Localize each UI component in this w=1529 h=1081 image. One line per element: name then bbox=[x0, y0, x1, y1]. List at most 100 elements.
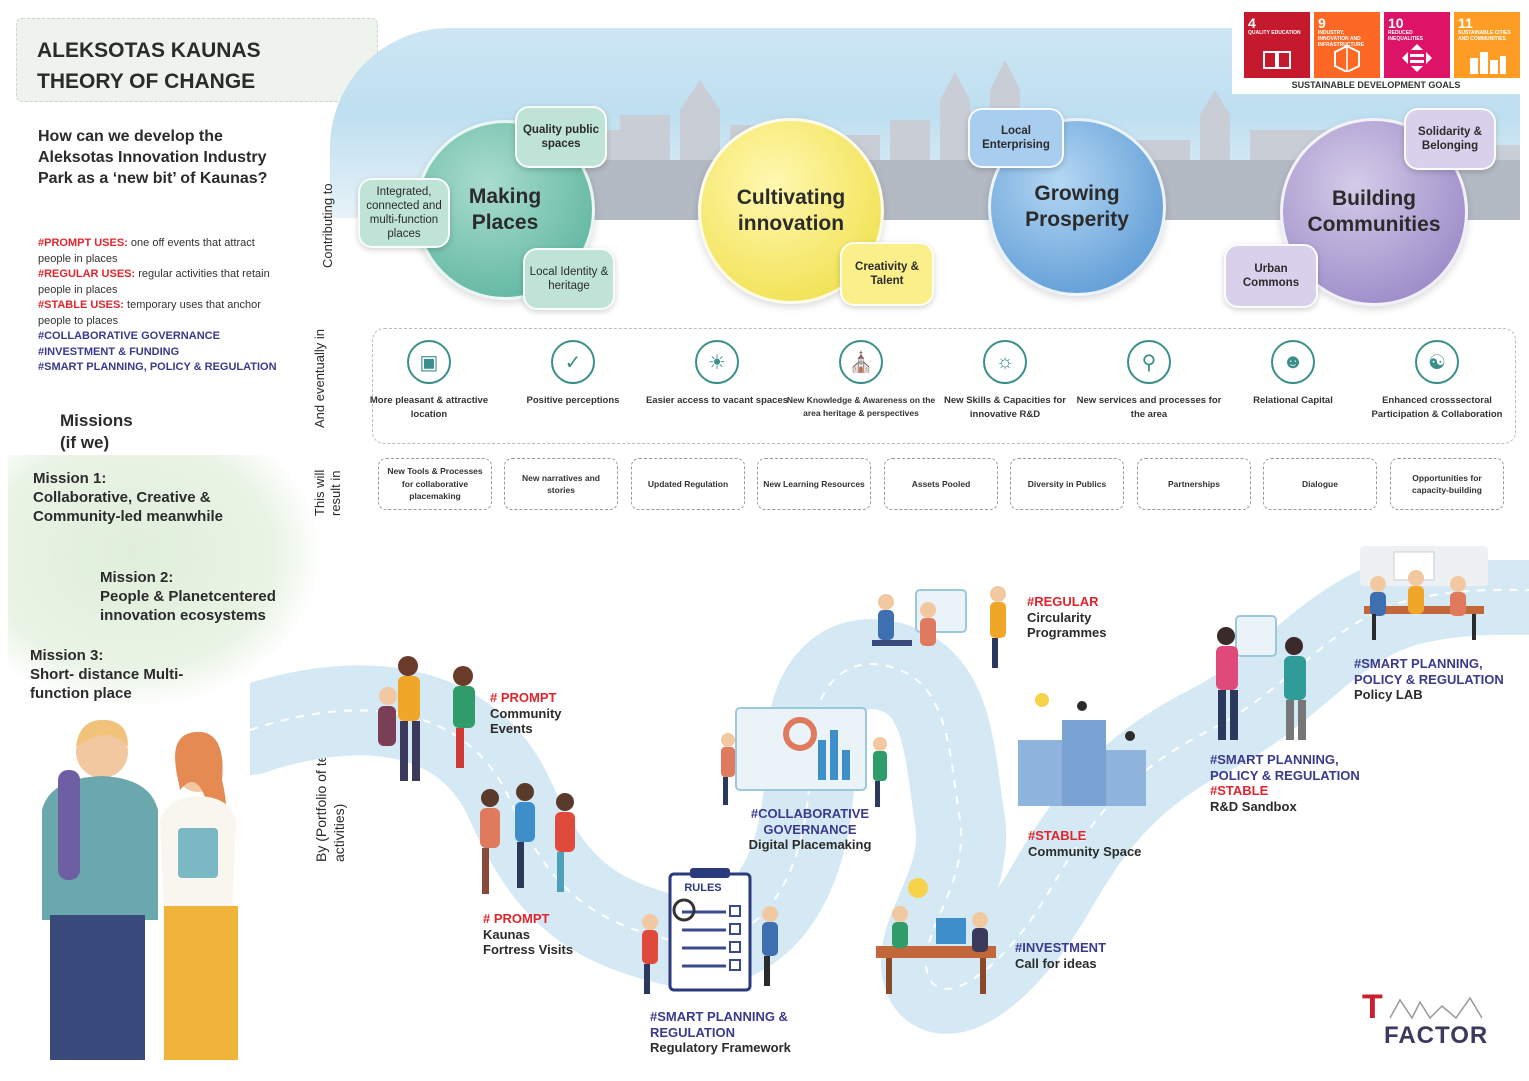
goal-name-line1: Making bbox=[468, 185, 542, 208]
outcome-text: Relational Capital bbox=[1253, 395, 1333, 406]
activity-circularity-programmes: #REGULAR Circularity Programmes bbox=[1027, 594, 1127, 641]
mission-1: Mission 1: Collaborative, Creative & Com… bbox=[33, 469, 263, 526]
landscape-sun-icon: ☀ bbox=[695, 340, 739, 384]
page-title-line2: THEORY OF CHANGE bbox=[37, 70, 256, 93]
result-box: New narratives and stories bbox=[504, 458, 618, 510]
call-for-ideas-illustration bbox=[876, 878, 996, 994]
missions-background bbox=[8, 455, 318, 705]
result-box: New Tools & Processes for collaborative … bbox=[378, 458, 492, 510]
activity-community-events: # PROMPT Community Events bbox=[490, 690, 590, 737]
outcome-text: New services and processes for the area bbox=[1076, 395, 1222, 420]
city-icon bbox=[1470, 52, 1506, 74]
community-events-illustration bbox=[378, 656, 475, 781]
activity-name: Regulatory Framework bbox=[650, 1040, 791, 1055]
two-people-illustration bbox=[42, 719, 238, 1060]
equality-icon bbox=[1402, 44, 1432, 72]
bubble-creativity-talent: Creativity & Talent bbox=[840, 242, 934, 306]
goal-name-line1: Building bbox=[1332, 187, 1416, 210]
goal-name-line2: Places bbox=[471, 211, 539, 234]
mission-2: Mission 2: People & Planetcentered innov… bbox=[100, 568, 300, 625]
uses-item: #SMART PLANNING, POLICY & REGULATION bbox=[38, 361, 277, 373]
result-box: Assets Pooled bbox=[884, 458, 998, 510]
mission-2-head: Mission 2: bbox=[100, 569, 174, 586]
outcome-item: ☀ Easier access to vacant spaces bbox=[642, 340, 792, 408]
bench-icon: ▣ bbox=[407, 340, 451, 384]
uses-item: #STABLE USES: temporary uses that anchor… bbox=[38, 299, 261, 327]
label-contributing: Contributing to bbox=[320, 183, 335, 268]
logo-letter: T bbox=[1362, 988, 1383, 1026]
sdg-number: 11 bbox=[1458, 15, 1473, 31]
sdg-label: INDUSTRY, INNOVATION AND INFRASTRUCTURE bbox=[1318, 30, 1365, 48]
activity-name: R&D Sandbox bbox=[1210, 798, 1297, 814]
missions-title-line1: Missions bbox=[60, 411, 133, 430]
fortress-visits-illustration bbox=[480, 783, 575, 894]
head-check-icon: ✓ bbox=[551, 340, 595, 384]
sdg-label: QUALITY EDUCATION bbox=[1248, 30, 1301, 36]
outcomes-panel bbox=[372, 328, 1516, 444]
sdg-caption: SUSTAINABLE DEVELOPMENT GOALS bbox=[1291, 80, 1461, 90]
activity-name: Policy LAB bbox=[1354, 687, 1423, 702]
title-box: ALEKSOTAS KAUNAS THEORY OF CHANGE bbox=[16, 18, 378, 102]
label-eventually: And eventually in bbox=[312, 328, 327, 428]
mission-2-body: People & Planetcentered innovation ecosy… bbox=[100, 588, 276, 624]
outcome-text: Easier access to vacant spaces bbox=[645, 395, 789, 406]
outcome-item: ⚲ New services and processes for the are… bbox=[1074, 340, 1224, 421]
activity-tag: #COLLABORATIVE GOVERNANCE bbox=[750, 806, 870, 837]
map-pin-hand-icon: ⚲ bbox=[1127, 340, 1171, 384]
result-box: New Learning Resources bbox=[757, 458, 871, 510]
bubble-integrated-places: Integrated, connected and multi-function… bbox=[358, 178, 450, 248]
missions-title-line2: (if we) bbox=[60, 433, 110, 452]
activity-regulatory-framework: #SMART PLANNING & REGULATION Regulatory … bbox=[650, 1009, 810, 1056]
lightbulb-hand-icon: ☼ bbox=[983, 340, 1027, 384]
outcome-item: ☼ New Skills & Capacities for innovative… bbox=[930, 340, 1080, 421]
mission-3: Mission 3: Short- distance Multi- functi… bbox=[30, 646, 210, 703]
museum-icon: ⛪ bbox=[839, 340, 883, 384]
cubes-icon bbox=[1334, 44, 1360, 72]
sdg-number: 9 bbox=[1318, 15, 1326, 31]
activity-tag: #SMART PLANNING & REGULATION bbox=[650, 1009, 788, 1040]
outcome-text: More pleasant & attractive location bbox=[369, 395, 489, 420]
rules-board-illustration bbox=[642, 868, 778, 994]
digital-placemaking-illustration bbox=[721, 707, 887, 807]
activity-name: Community Space bbox=[1028, 843, 1142, 859]
sdg-number: 4 bbox=[1248, 15, 1256, 31]
outcome-item: ☯ Enhanced crosssectoral Participation &… bbox=[1362, 340, 1512, 421]
activity-policy-lab: #SMART PLANNING, POLICY & REGULATION Pol… bbox=[1354, 656, 1514, 703]
outcome-text: Positive perceptions bbox=[526, 395, 620, 406]
page-title-line1: ALEKSOTAS KAUNAS bbox=[37, 39, 261, 62]
logo-word: FACTOR bbox=[1384, 1022, 1489, 1049]
bubble-solidarity-belonging: Solidarity & Belonging bbox=[1404, 108, 1496, 170]
uses-item: #COLLABORATIVE GOVERNANCE bbox=[38, 330, 220, 342]
bubble-local-identity: Local Identity & heritage bbox=[523, 248, 615, 310]
activity-fortress-visits: # PROMPT Kaunas Fortress Visits bbox=[483, 911, 583, 958]
outcome-text: Enhanced crosssectoral Participation & C… bbox=[1371, 395, 1503, 420]
activity-tag-secondary: #STABLE bbox=[1210, 783, 1269, 798]
community-space-illustration bbox=[1018, 693, 1146, 806]
activity-name: Call for ideas bbox=[1015, 955, 1097, 971]
book-icon bbox=[1263, 51, 1291, 69]
uses-legend: #PROMPT USES: one off events that attrac… bbox=[38, 236, 278, 376]
missions-title: Missions (if we) bbox=[60, 410, 133, 454]
activity-digital-placemaking: #COLLABORATIVE GOVERNANCE Digital Placem… bbox=[740, 806, 880, 853]
sdg-goal-10: 10 REDUCED INEQUALITIES bbox=[1384, 12, 1450, 78]
sdg-goal-9: 9 INDUSTRY, INNOVATION AND INFRASTRUCTUR… bbox=[1314, 12, 1380, 78]
goal-name-line1: Cultivating bbox=[736, 186, 846, 209]
result-box: Updated Regulation bbox=[631, 458, 745, 510]
activity-name: Digital Placemaking bbox=[748, 837, 872, 852]
result-box: Diversity in Publics bbox=[1010, 458, 1124, 510]
sdg-label: SUSTAINABLE CITIES AND COMMUNITIES bbox=[1458, 30, 1511, 42]
rules-sign: RULES bbox=[684, 882, 722, 894]
outcome-item: ▣ More pleasant & attractive location bbox=[354, 340, 504, 421]
goal-name-line2: Communities bbox=[1307, 213, 1441, 236]
outcome-text: New Skills & Capacities for innovative R… bbox=[944, 395, 1066, 420]
handshake-icon: ☯ bbox=[1415, 340, 1459, 384]
policy-lab-illustration bbox=[1360, 546, 1488, 640]
bubble-local-enterprising: Local Enterprising bbox=[968, 108, 1064, 168]
outcome-text: New Knowledge & Awareness on the area he… bbox=[786, 395, 936, 418]
mission-1-head: Mission 1: bbox=[33, 470, 107, 487]
activity-tag: #INVESTMENT bbox=[1015, 940, 1107, 955]
result-box: Partnerships bbox=[1137, 458, 1251, 510]
bubble-quality-public-spaces: Quality public spaces bbox=[515, 106, 607, 168]
guiding-question: How can we develop the Aleksotas Innovat… bbox=[38, 128, 268, 187]
